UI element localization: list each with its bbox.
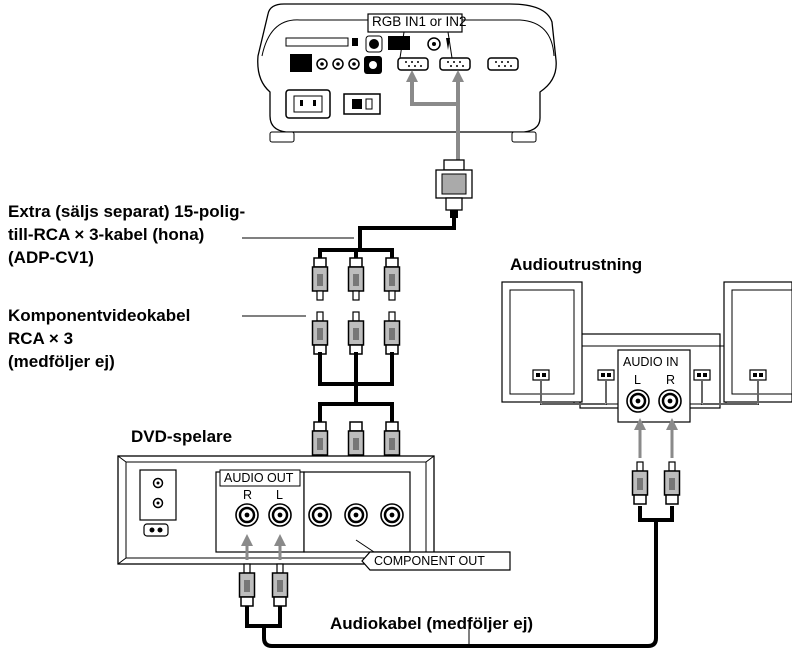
component-out-label-box xyxy=(361,551,511,571)
component-cable-label-line1: Komponentvideokabel xyxy=(8,306,191,325)
dvd-player-title: DVD-spelare xyxy=(131,427,233,446)
dvd-audio-cable-plugs xyxy=(238,563,289,607)
audio-out-label-box xyxy=(219,469,301,487)
vga-connector xyxy=(435,159,473,218)
adapter-cable xyxy=(318,216,456,258)
audio-equipment-title: Audioutrustning xyxy=(510,255,643,274)
adapter-cable-label-line1: Extra (säljs separat) 15-polig- xyxy=(8,202,246,221)
input-label-box xyxy=(367,13,463,33)
dvd-audio-out-l-label: L xyxy=(276,488,283,502)
audio-in-l-label: L xyxy=(634,373,641,387)
input-arrows xyxy=(410,80,460,160)
component-out-label: COMPONENT OUT xyxy=(374,554,485,568)
audio-in-label: AUDIO IN xyxy=(623,355,679,369)
component-cable-label-line3: (medföljer ej) xyxy=(8,352,115,371)
adapter-cable-label-line3: (ADP-CV1) xyxy=(8,248,94,267)
projector xyxy=(257,3,557,143)
component-cable xyxy=(318,352,394,422)
dvd-component-out-jacks xyxy=(307,502,405,528)
dvd-audio-out-r-label: R xyxy=(243,488,253,502)
audio-equipment xyxy=(501,281,792,423)
audio-in-cable-plugs xyxy=(631,461,681,505)
adapter-cable-label-line2: till-RCA × 3-kabel (hona) xyxy=(8,225,205,244)
audio-in-r-label: R xyxy=(666,373,676,387)
projector-input-label: RGB IN1 or IN2 xyxy=(372,14,467,29)
audio-cable xyxy=(245,506,674,648)
audio-cable-label: Audiokabel (medföljer ej) xyxy=(330,614,534,633)
dvd-audio-out-label: AUDIO OUT xyxy=(224,471,294,485)
component-cable-label-line2: RCA × 3 xyxy=(8,329,74,348)
component-cable-top-plugs xyxy=(311,311,401,355)
adapter-rca-ends xyxy=(311,257,401,301)
